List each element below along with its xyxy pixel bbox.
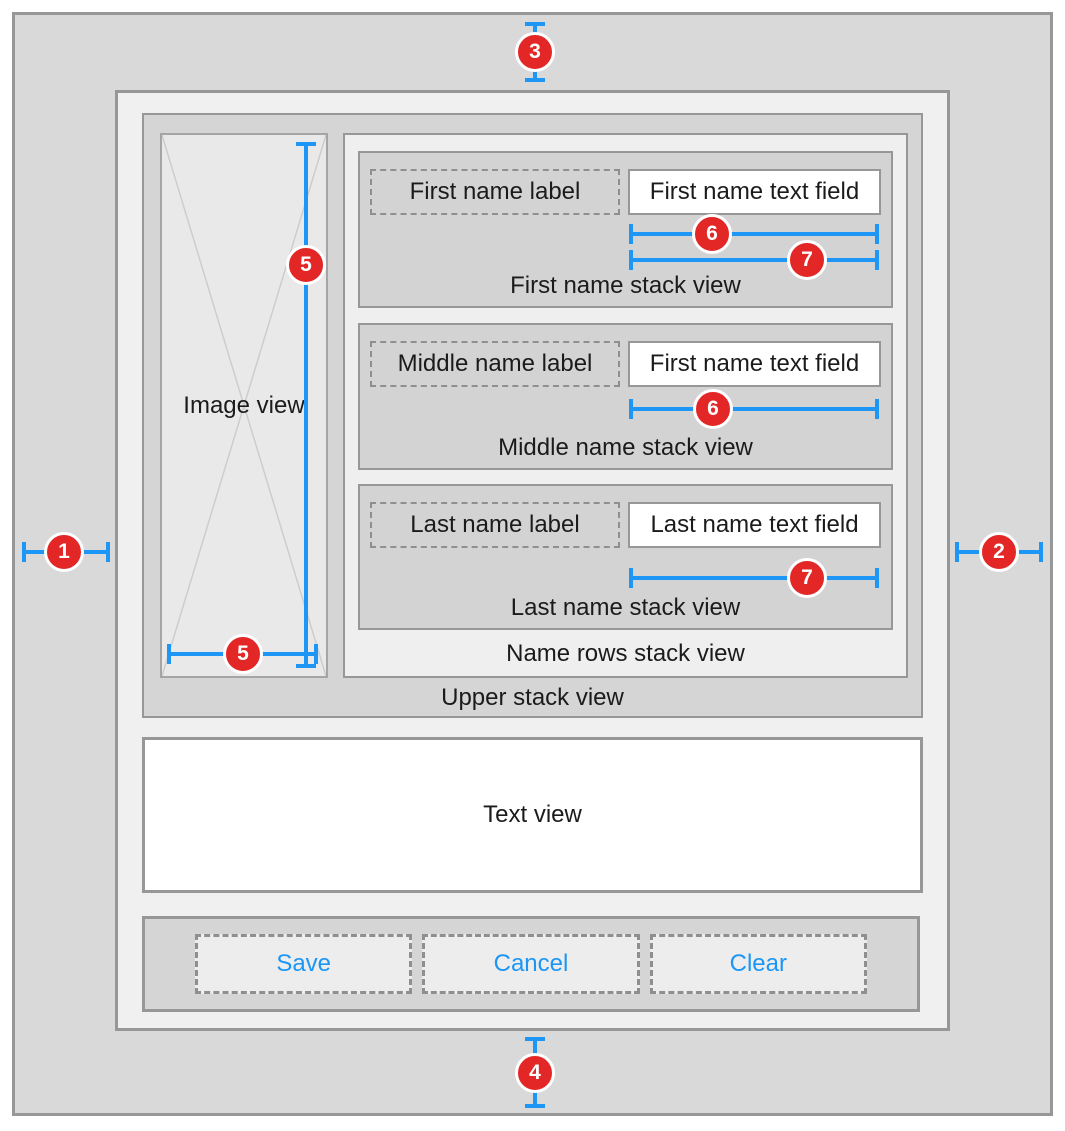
middle-name-text-field[interactable]: First name text field <box>628 341 881 387</box>
middle-name-stack-view-label: Middle name stack view <box>498 434 753 461</box>
constraint-badge-2: 2 <box>979 532 1019 572</box>
cancel-button[interactable]: Cancel <box>422 934 640 994</box>
middle-name-stack-view: Middle name label First name text field … <box>358 323 893 470</box>
middle-name-label: Middle name label <box>370 341 620 387</box>
constraint-badge-7-last: 7 <box>787 558 827 598</box>
last-name-text-field[interactable]: Last name text field <box>628 502 881 548</box>
name-rows-stack-view-label: Name rows stack view <box>506 640 745 667</box>
constraint-badge-6-middle: 6 <box>693 389 733 429</box>
image-placeholder-cross-icon <box>162 135 326 676</box>
last-name-stack-view-label: Last name stack view <box>510 594 741 621</box>
last-field-width-measure-line <box>629 568 879 588</box>
constraint-badge-4: 4 <box>515 1053 555 1093</box>
first-name-stack-view: First name label First name text field F… <box>358 151 893 308</box>
last-name-label: Last name label <box>370 502 620 548</box>
first-field-width-measure-line-7 <box>629 250 879 270</box>
first-field-width-measure-line-6 <box>629 224 879 244</box>
constraint-badge-3: 3 <box>515 32 555 72</box>
image-view-label: Image view <box>183 391 305 419</box>
text-view[interactable]: Text view <box>142 737 923 893</box>
constraint-badge-5-width: 5 <box>223 634 263 674</box>
name-rows-stack-view: First name label First name text field F… <box>343 133 908 678</box>
constraint-badge-7-first: 7 <box>787 240 827 280</box>
constraint-badge-5-height: 5 <box>286 245 326 285</box>
first-name-stack-view-label: First name stack view <box>510 272 741 299</box>
save-button[interactable]: Save <box>195 934 413 994</box>
upper-stack-view-label: Upper stack view <box>441 684 624 711</box>
image-view-height-measure-line <box>296 142 316 668</box>
first-name-text-field[interactable]: First name text field <box>628 169 881 215</box>
text-view-label: Text view <box>483 801 582 828</box>
last-name-stack-view: Last name label Last name text field Las… <box>358 484 893 630</box>
image-view: Image view <box>160 133 328 678</box>
button-bar-stack-view: Save Cancel Clear <box>142 916 920 1012</box>
middle-field-width-measure-line <box>629 399 879 419</box>
constraint-badge-6-first: 6 <box>692 214 732 254</box>
constraint-badge-1: 1 <box>44 532 84 572</box>
clear-button[interactable]: Clear <box>649 934 867 994</box>
first-name-label: First name label <box>370 169 620 215</box>
